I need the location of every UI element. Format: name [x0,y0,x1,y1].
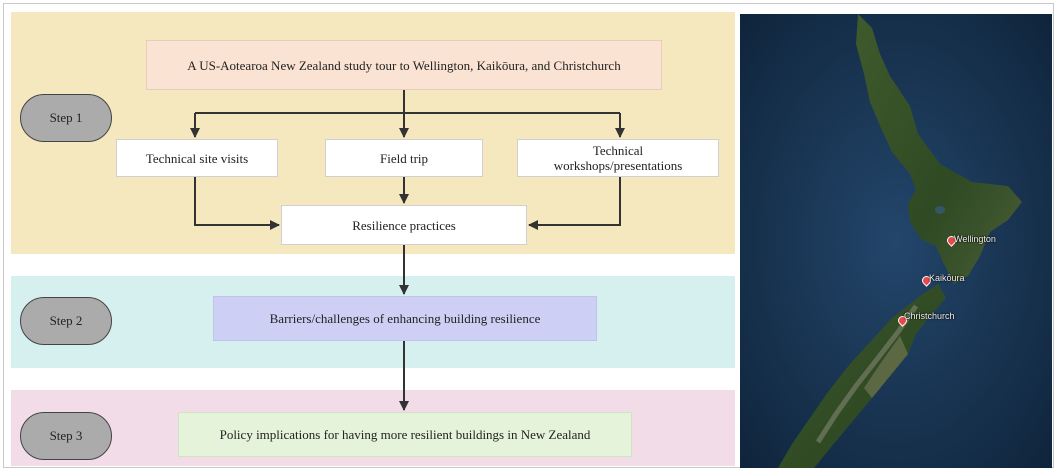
step1-label: Step 1 [20,94,112,142]
step3-label: Step 3 [20,412,112,460]
resilience-practices-box: Resilience practices [281,205,527,245]
resilience-practices-text: Resilience practices [352,217,456,233]
alps-ridge [815,304,919,444]
site-visits-box: Technical site visits [116,139,278,177]
workshops-text-line2: workshops/presentations [553,158,683,173]
workshops-box: Technical workshops/presentations [517,139,719,177]
study-tour-box: A US-Aotearoa New Zealand study tour to … [146,40,662,90]
satellite-map-image [740,14,1052,468]
step2-label: Step 2 [20,297,112,345]
field-trip-text: Field trip [379,150,429,166]
workshops-text-line1: Technical [592,143,644,158]
north-island-shape [856,14,1022,284]
kaikoura-label: Kaikōura [929,273,965,283]
study-tour-text: A US-Aotearoa New Zealand study tour to … [187,57,621,73]
barriers-text: Barriers/challenges of enhancing buildin… [269,311,541,326]
barriers-box: Barriers/challenges of enhancing buildin… [213,296,597,341]
new-zealand-map: Wellington Kaikōura Christchurch [740,14,1052,468]
wellington-label: Wellington [954,234,996,244]
canterbury-plains [864,336,908,398]
policy-text: Policy implications for having more resi… [219,427,591,442]
christchurch-label: Christchurch [904,311,955,321]
policy-box: Policy implications for having more resi… [178,412,632,457]
lake-taupo [935,206,945,214]
site-visits-text: Technical site visits [145,150,249,166]
field-trip-box: Field trip [325,139,483,177]
